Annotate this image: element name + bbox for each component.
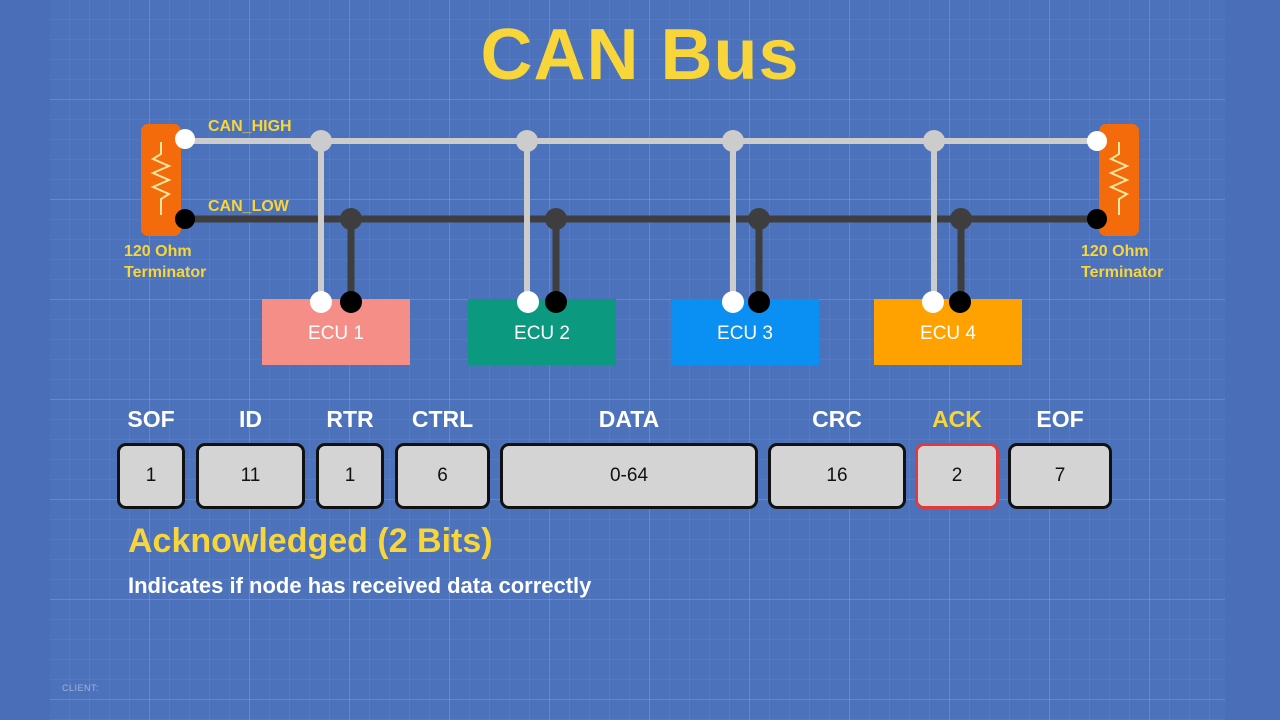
resistor-zigzag-right xyxy=(1108,142,1130,215)
can-high-label: CAN_HIGH xyxy=(208,118,292,135)
field-box-eof: 7 xyxy=(1008,443,1112,509)
terminator-text: Terminator xyxy=(124,264,207,281)
junction-low-4 xyxy=(950,208,972,230)
ecu-3: ECU 3 xyxy=(671,299,819,365)
terminator-text: Terminator xyxy=(1081,264,1164,281)
field-box-crc: 16 xyxy=(768,443,906,509)
ecu-2: ECU 2 xyxy=(468,299,616,365)
field-label-ctrl: CTRL xyxy=(411,406,474,432)
field-label-crc: CRC xyxy=(812,406,862,432)
term-left-high-dot xyxy=(175,129,195,149)
field-box-rtr: 1 xyxy=(316,443,384,509)
junction-low-2 xyxy=(545,208,567,230)
terminator-right xyxy=(1099,124,1139,236)
field-label-data: DATA xyxy=(598,406,660,432)
term-left-low-dot xyxy=(175,209,195,229)
field-box-id: 11 xyxy=(196,443,305,509)
junction-high-1 xyxy=(310,130,332,152)
field-box-data: 0-64 xyxy=(500,443,758,509)
ecu-label: ECU 2 xyxy=(514,323,570,344)
field-label-rtr: RTR xyxy=(326,406,374,432)
field-description: Indicates if node has received data corr… xyxy=(128,573,592,598)
terminator-right-label: 120 Ohm Terminator xyxy=(1081,241,1163,283)
junction-low-1 xyxy=(340,208,362,230)
terminator-left xyxy=(141,124,181,236)
field-box-ack: 2 xyxy=(915,443,999,509)
term-right-high-dot xyxy=(1087,131,1107,151)
client-label: CLIENT: xyxy=(62,683,100,693)
terminator-resistance: 120 Ohm xyxy=(124,243,192,260)
junction-high-2 xyxy=(516,130,538,152)
field-label-id: ID xyxy=(239,406,262,432)
field-label-ack: ACK xyxy=(932,406,982,432)
can-low-label: CAN_LOW xyxy=(208,198,289,215)
field-headline: Acknowledged (2 Bits) xyxy=(128,522,493,560)
field-label-sof: SOF xyxy=(127,406,175,432)
terminator-left-label: 120 Ohm Terminator xyxy=(124,241,206,283)
field-label-eof: EOF xyxy=(1036,406,1084,432)
resistor-zigzag-left xyxy=(150,142,172,215)
junction-high-4 xyxy=(923,130,945,152)
blueprint-grid xyxy=(50,0,1225,720)
ecu-1: ECU 1 xyxy=(262,299,410,365)
ecu-label: ECU 4 xyxy=(920,323,976,344)
page-title: CAN Bus xyxy=(480,15,800,95)
junction-low-3 xyxy=(748,208,770,230)
field-box-ctrl: 6 xyxy=(395,443,490,509)
ecu-label: ECU 3 xyxy=(717,323,773,344)
ecu-label: ECU 1 xyxy=(308,323,364,344)
field-box-sof: 1 xyxy=(117,443,185,509)
ecu-4: ECU 4 xyxy=(874,299,1022,365)
junction-high-3 xyxy=(722,130,744,152)
terminator-resistance: 120 Ohm xyxy=(1081,243,1149,260)
term-right-low-dot xyxy=(1087,209,1107,229)
